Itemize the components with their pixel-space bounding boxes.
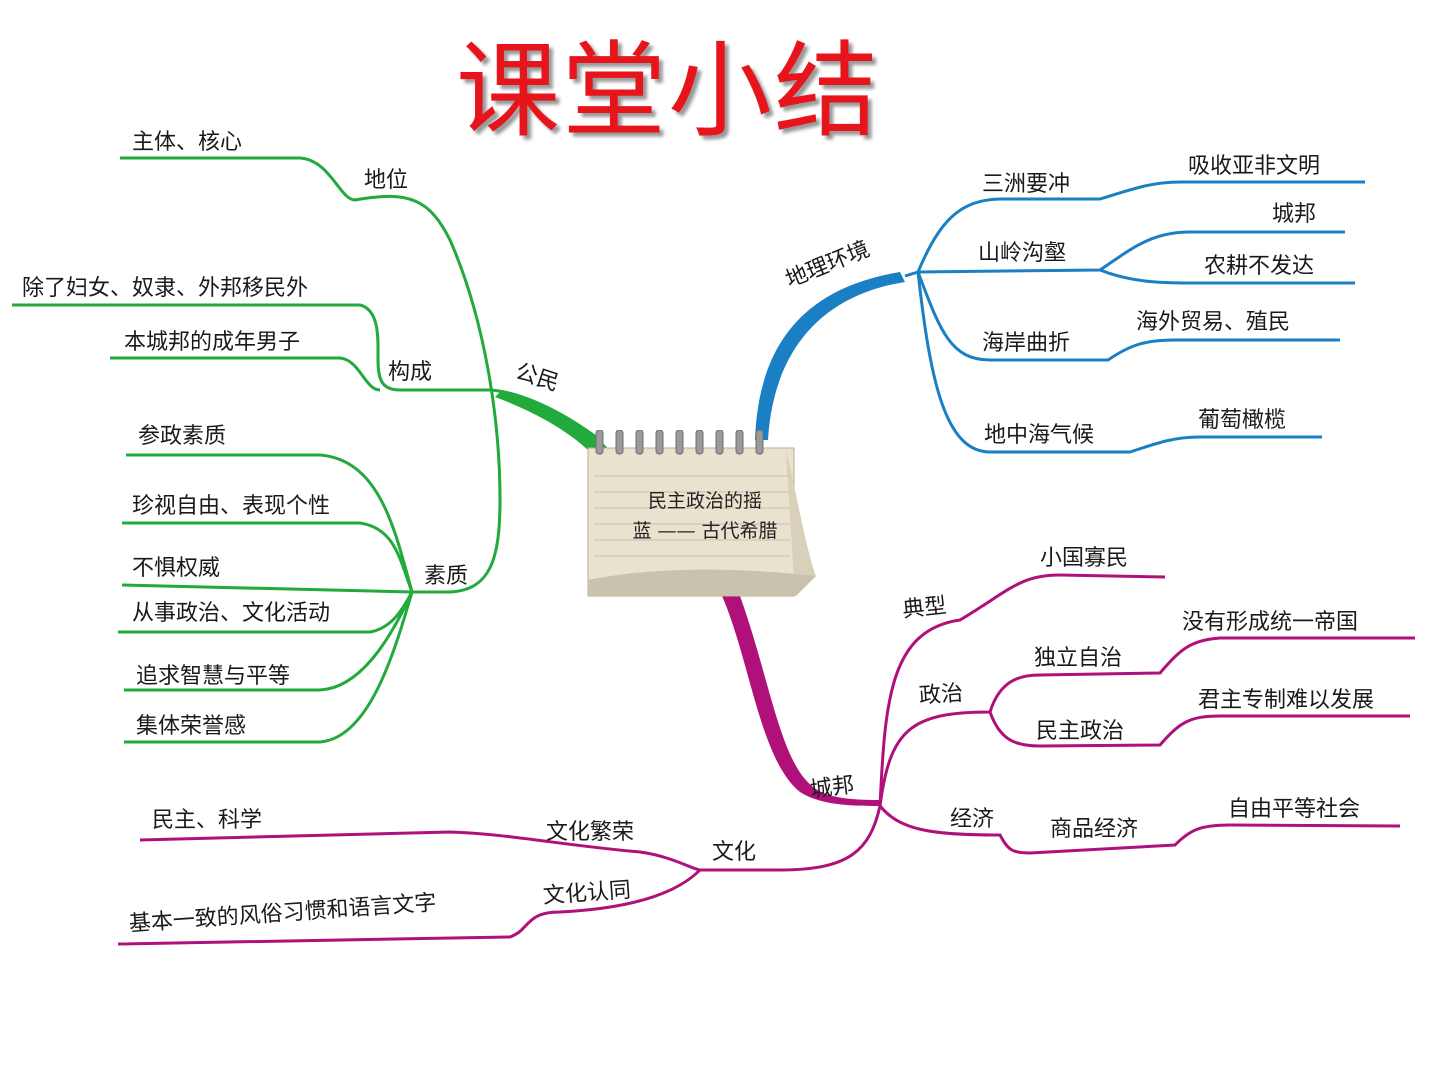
page-title: 课堂小结	[456, 30, 881, 152]
citizen-quality-item-4: 从事政治、文化活动	[132, 601, 331, 626]
citystate-economy-node-1: 商品经济	[1050, 817, 1139, 842]
citystate-culture-node-1-item-1: 民主、科学	[152, 808, 263, 833]
citystate-branch-label: 城邦	[808, 772, 856, 804]
citizen-status-label: 地位	[364, 168, 409, 193]
citystate-politics-node-2-item-1: 君主专制难以发展	[1198, 688, 1375, 713]
geography-trunk	[755, 272, 905, 440]
citystate-typical-item-1: 小国寡民	[1040, 546, 1129, 571]
citystate-culture-node-1: 文化繁荣	[546, 820, 635, 845]
geography-node-2-item-1: 城邦	[1272, 202, 1317, 227]
center-topic-line2: 蓝 —— 古代希腊	[632, 520, 778, 542]
citystate-politics-node-2: 民主政治	[1036, 719, 1125, 744]
citizen-quality-item-6: 集体荣誉感	[136, 714, 247, 739]
geography-node-4-item-1: 葡萄橄榄	[1198, 408, 1287, 433]
citizen-quality-label: 素质	[424, 564, 469, 589]
center-topic-line1: 民主政治的摇	[647, 490, 762, 512]
citizen-composition-item-1: 除了妇女、奴隶、外邦移民外	[22, 276, 309, 301]
citizen-trunk	[495, 392, 610, 458]
citizen-status-item-1: 主体、核心	[132, 130, 243, 155]
citystate-politics-label: 政治	[918, 680, 964, 710]
citizen-branch-lines	[12, 156, 601, 744]
geography-node-3-item-1: 海外贸易、殖民	[1136, 310, 1291, 335]
geography-branch-lines	[904, 180, 1365, 454]
citizen-composition-label: 构成	[388, 360, 433, 385]
citizen-quality-item-3: 不惧权威	[132, 556, 221, 581]
citizen-quality-item-1: 参政素质	[138, 424, 227, 449]
citizen-quality-item-5: 追求智慧与平等	[136, 664, 291, 689]
geography-node-4: 地中海气候	[984, 423, 1095, 448]
citystate-typical-label: 典型	[901, 593, 948, 624]
center-notepad	[587, 430, 816, 597]
geography-node-1: 三洲要冲	[982, 172, 1071, 197]
geography-node-3: 海岸曲折	[982, 331, 1071, 356]
citystate-politics-node-1: 独立自治	[1034, 646, 1123, 671]
citystate-politics-node-1-item-1: 没有形成统一帝国	[1182, 610, 1359, 635]
citizen-quality-item-2: 珍视自由、表现个性	[132, 494, 331, 519]
citystate-culture-label: 文化	[712, 840, 757, 865]
citystate-trunk	[722, 596, 880, 806]
citizen-composition-item-2: 本城邦的成年男子	[124, 330, 301, 355]
center-topic: 民主政治的摇 蓝 —— 古代希腊	[600, 486, 810, 546]
citystate-branch-lines	[117, 573, 1415, 946]
geography-node-2-item-2: 农耕不发达	[1204, 254, 1315, 279]
geography-node-1-item-1: 吸收亚非文明	[1188, 154, 1321, 179]
citystate-economy-label: 经济	[950, 807, 995, 832]
citystate-economy-node-1-item-1: 自由平等社会	[1228, 797, 1361, 822]
geography-node-2: 山岭沟壑	[978, 241, 1067, 266]
